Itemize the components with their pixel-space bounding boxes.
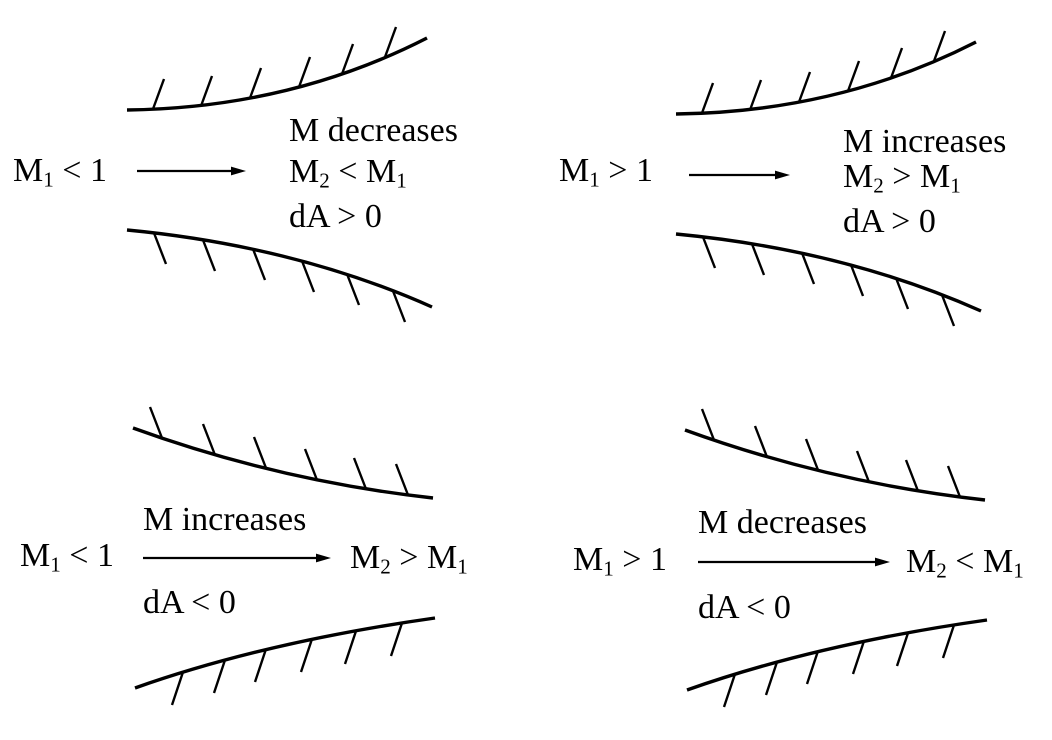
mach-subscript: 1	[457, 554, 468, 579]
area-change-label: dA > 0	[843, 203, 936, 240]
mach-subscript: 2	[380, 554, 391, 579]
relation-text: > 1	[599, 152, 653, 189]
mach-subscript: 1	[950, 173, 961, 198]
mach-symbol: M	[559, 152, 590, 189]
mach-symbol: M	[365, 153, 397, 190]
area-change-label: dA > 0	[289, 198, 382, 235]
mach-symbol: M	[426, 539, 458, 576]
mach-subscript: 2	[873, 173, 884, 198]
mach-trend-label: M increases	[843, 123, 1007, 160]
relation-text: <	[946, 543, 983, 580]
mach-subscript: 2	[936, 558, 947, 583]
flow-arrow	[137, 166, 246, 176]
mach-subscript: 1	[589, 167, 600, 192]
mach-symbol: M	[13, 152, 44, 189]
mach-symbol: M	[906, 543, 937, 580]
relation-text: >	[390, 539, 427, 576]
mach-symbol: M	[350, 539, 381, 576]
flow-arrow	[143, 553, 331, 563]
outlet-mach-label: M2 < M1	[289, 153, 407, 193]
flow-arrow	[689, 170, 790, 180]
relation-text: >	[883, 158, 920, 195]
relation-text: <	[329, 153, 366, 190]
mach-subscript: 1	[603, 556, 614, 581]
mach-subscript: 1	[50, 552, 61, 577]
mach-symbol: M	[573, 541, 604, 578]
mach-subscript: 2	[319, 168, 330, 193]
inlet-mach-label: M1 > 1	[573, 541, 667, 581]
mach-symbol: M	[20, 537, 51, 574]
mach-symbol: M	[982, 543, 1014, 580]
relation-text: < 1	[53, 152, 107, 189]
mach-subscript: 1	[1013, 558, 1024, 583]
mach-subscript: 1	[43, 167, 54, 192]
inlet-mach-label: M1 < 1	[13, 152, 107, 192]
flow-arrow	[698, 557, 890, 567]
mach-symbol: M	[289, 153, 320, 190]
area-change-label: dA < 0	[698, 589, 791, 626]
outlet-mach-label: M2 > M1	[843, 158, 961, 198]
outlet-mach-label: M2 < M1	[906, 543, 1024, 583]
quadrant-top-left: M1 < 1 M decreases M2 < M1 dA > 0	[0, 0, 526, 370]
mach-trend-label: M decreases	[289, 112, 458, 149]
quadrant-bottom-left: M1 < 1 M increases M2 > M1 dA < 0	[0, 370, 526, 740]
area-change-label: dA < 0	[143, 584, 236, 621]
relation-text: > 1	[613, 541, 667, 578]
mach-symbol: M	[919, 158, 951, 195]
mach-symbol: M	[843, 158, 874, 195]
quadrant-top-right: M1 > 1 M increases M2 > M1 dA > 0	[526, 0, 1052, 370]
outlet-mach-label: M2 > M1	[350, 539, 468, 579]
quadrant-bottom-right: M1 > 1 M decreases M2 < M1 dA < 0	[526, 370, 1052, 740]
inlet-mach-label: M1 > 1	[559, 152, 653, 192]
mach-subscript: 1	[396, 168, 407, 193]
inlet-mach-label: M1 < 1	[20, 537, 114, 577]
mach-trend-label: M decreases	[698, 504, 867, 541]
relation-text: < 1	[60, 537, 114, 574]
mach-trend-label: M increases	[143, 501, 307, 538]
